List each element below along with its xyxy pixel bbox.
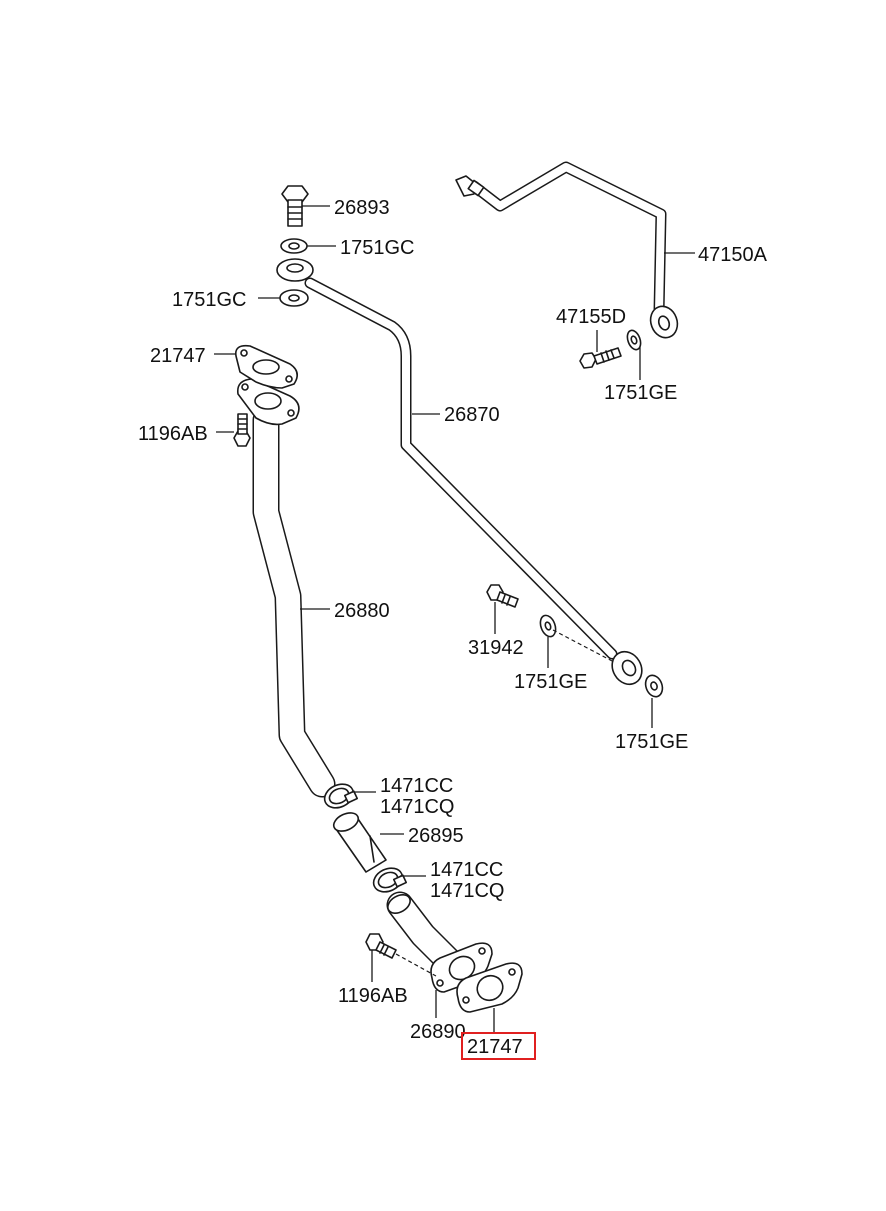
label-26870[interactable]: 26870 <box>444 404 500 426</box>
bolt-26893 <box>281 185 309 227</box>
label-1196ab-upper[interactable]: 1196AB <box>138 423 208 445</box>
label-21747-upper[interactable]: 21747 <box>150 345 206 367</box>
label-1471cq-lower[interactable]: 1471CQ <box>430 880 505 902</box>
label-26895[interactable]: 26895 <box>408 825 464 847</box>
label-1471cc-upper[interactable]: 1471CC <box>380 775 453 797</box>
gasket-21747-lower <box>456 962 523 1013</box>
return-pipe-26880 <box>236 378 336 798</box>
label-21747-lower[interactable]: 21747 <box>467 1036 523 1058</box>
label-26880[interactable]: 26880 <box>334 600 390 622</box>
clamp-upper <box>323 783 359 809</box>
highlight-box <box>461 1032 536 1060</box>
washer-1751ge-mid <box>539 614 557 638</box>
label-1751gc-bottom[interactable]: 1751GC <box>172 289 247 311</box>
bolt-1196ab-lower <box>365 933 397 959</box>
label-47155d[interactable]: 47155D <box>556 306 626 328</box>
feed-tube-26870 <box>276 258 643 686</box>
label-31942[interactable]: 31942 <box>468 637 524 659</box>
label-47150a[interactable]: 47150A <box>698 244 768 266</box>
label-1471cc-lower[interactable]: 1471CC <box>430 859 503 881</box>
label-26893[interactable]: 26893 <box>334 197 390 219</box>
bolt-47155d <box>579 347 622 369</box>
washer-1751ge-right <box>626 329 642 351</box>
hose-26895 <box>332 812 387 873</box>
label-1751ge-mid[interactable]: 1751GE <box>514 671 587 693</box>
label-1751ge-right[interactable]: 1751GE <box>604 382 677 404</box>
oil-pipe-47150a <box>455 161 679 339</box>
gasket-21747-upper <box>234 344 298 389</box>
bolt-1196ab-upper <box>233 413 251 447</box>
flange-pipe-26890 <box>386 891 493 993</box>
clamp-lower <box>372 867 408 893</box>
bolt-31942 <box>486 584 519 608</box>
washer-1751ge-lower-right <box>644 674 664 698</box>
label-1751ge-lower-right[interactable]: 1751GE <box>615 731 688 753</box>
label-26890[interactable]: 26890 <box>410 1021 466 1043</box>
part-labels: 26893 1751GC 1751GC 21747 1196AB 26870 2… <box>138 197 768 1060</box>
washer-1751gc-top <box>280 238 308 254</box>
label-1471cq-upper[interactable]: 1471CQ <box>380 796 455 818</box>
label-1196ab-lower[interactable]: 1196AB <box>338 985 408 1007</box>
leader-lines <box>214 205 695 1034</box>
washer-1751gc-bottom <box>279 289 309 307</box>
label-1751gc-top[interactable]: 1751GC <box>340 237 415 259</box>
